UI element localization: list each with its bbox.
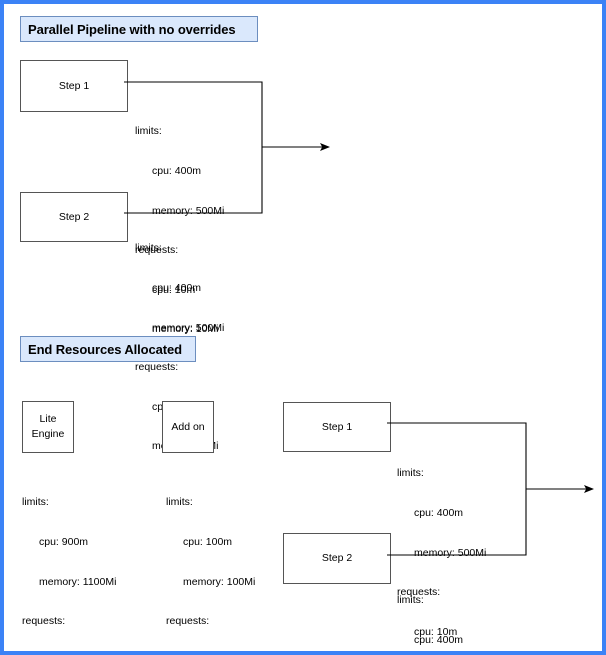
resource-block-lite-engine: limits: cpu: 900m memory: 1100Mi request… [22,470,117,651]
limits-memory: memory: 500Mi [152,321,225,334]
requests-cpu: cpu: 10m [414,625,458,638]
requests-label: requests: [135,361,179,374]
limits-label: limits: [166,496,193,509]
limits-label: limits: [397,467,424,480]
limits-cpu: cpu: 400m [414,507,464,520]
requests-label: requests: [397,586,441,599]
limits-label: limits: [135,125,162,138]
node-step-2-bottom[interactable]: Step 2 [283,533,391,584]
wire-group-bottom [387,422,594,556]
limits-label: limits: [135,242,162,255]
resource-block-add-on: limits: cpu: 100m memory: 100Mi requests… [166,470,256,651]
requests-label: requests: [166,615,210,628]
requests-label: requests: [22,615,66,628]
resource-block-step-1-top: limits: cpu: 400m memory: 500Mi requests… [135,99,224,363]
resource-block-step-1-bottom: limits: cpu: 400m memory: 500Mi requests… [397,441,487,651]
node-step-1-top[interactable]: Step 1 [20,60,128,112]
node-step-1-bottom[interactable]: Step 1 [283,402,391,452]
resource-block-step-2-bottom: limits: cpu: 400m memory: 500Mi requests… [397,568,486,651]
requests-memory: memory: 10Mi [152,323,219,336]
limits-memory: memory: 500Mi [152,204,225,217]
limits-cpu: cpu: 100m [183,536,233,549]
wire-merge-bottom [387,422,527,556]
limits-cpu: cpu: 400m [414,634,464,647]
limits-label: limits: [22,496,49,509]
node-step-2-top[interactable]: Step 2 [20,192,128,242]
requests-label: requests: [135,244,179,257]
requests-cpu: cpu: 10m [152,283,196,296]
node-lite-engine[interactable]: Lite Engine [22,401,74,453]
limits-memory: memory: 100Mi [183,575,256,588]
wire-group-top [124,81,330,214]
limits-cpu: cpu: 400m [152,282,202,295]
section-title-end-resources: End Resources Allocated [20,336,196,362]
node-add-on[interactable]: Add on [162,401,214,453]
limits-memory: memory: 1100Mi [39,575,117,588]
limits-label: limits: [397,594,424,607]
limits-memory: memory: 500Mi [414,546,487,559]
connector-wires [124,81,594,556]
wire-merge-top [124,81,263,214]
limits-cpu: cpu: 900m [39,536,89,549]
limits-cpu: cpu: 400m [152,165,202,178]
section-title-parallel-pipeline: Parallel Pipeline with no overrides [20,16,258,42]
